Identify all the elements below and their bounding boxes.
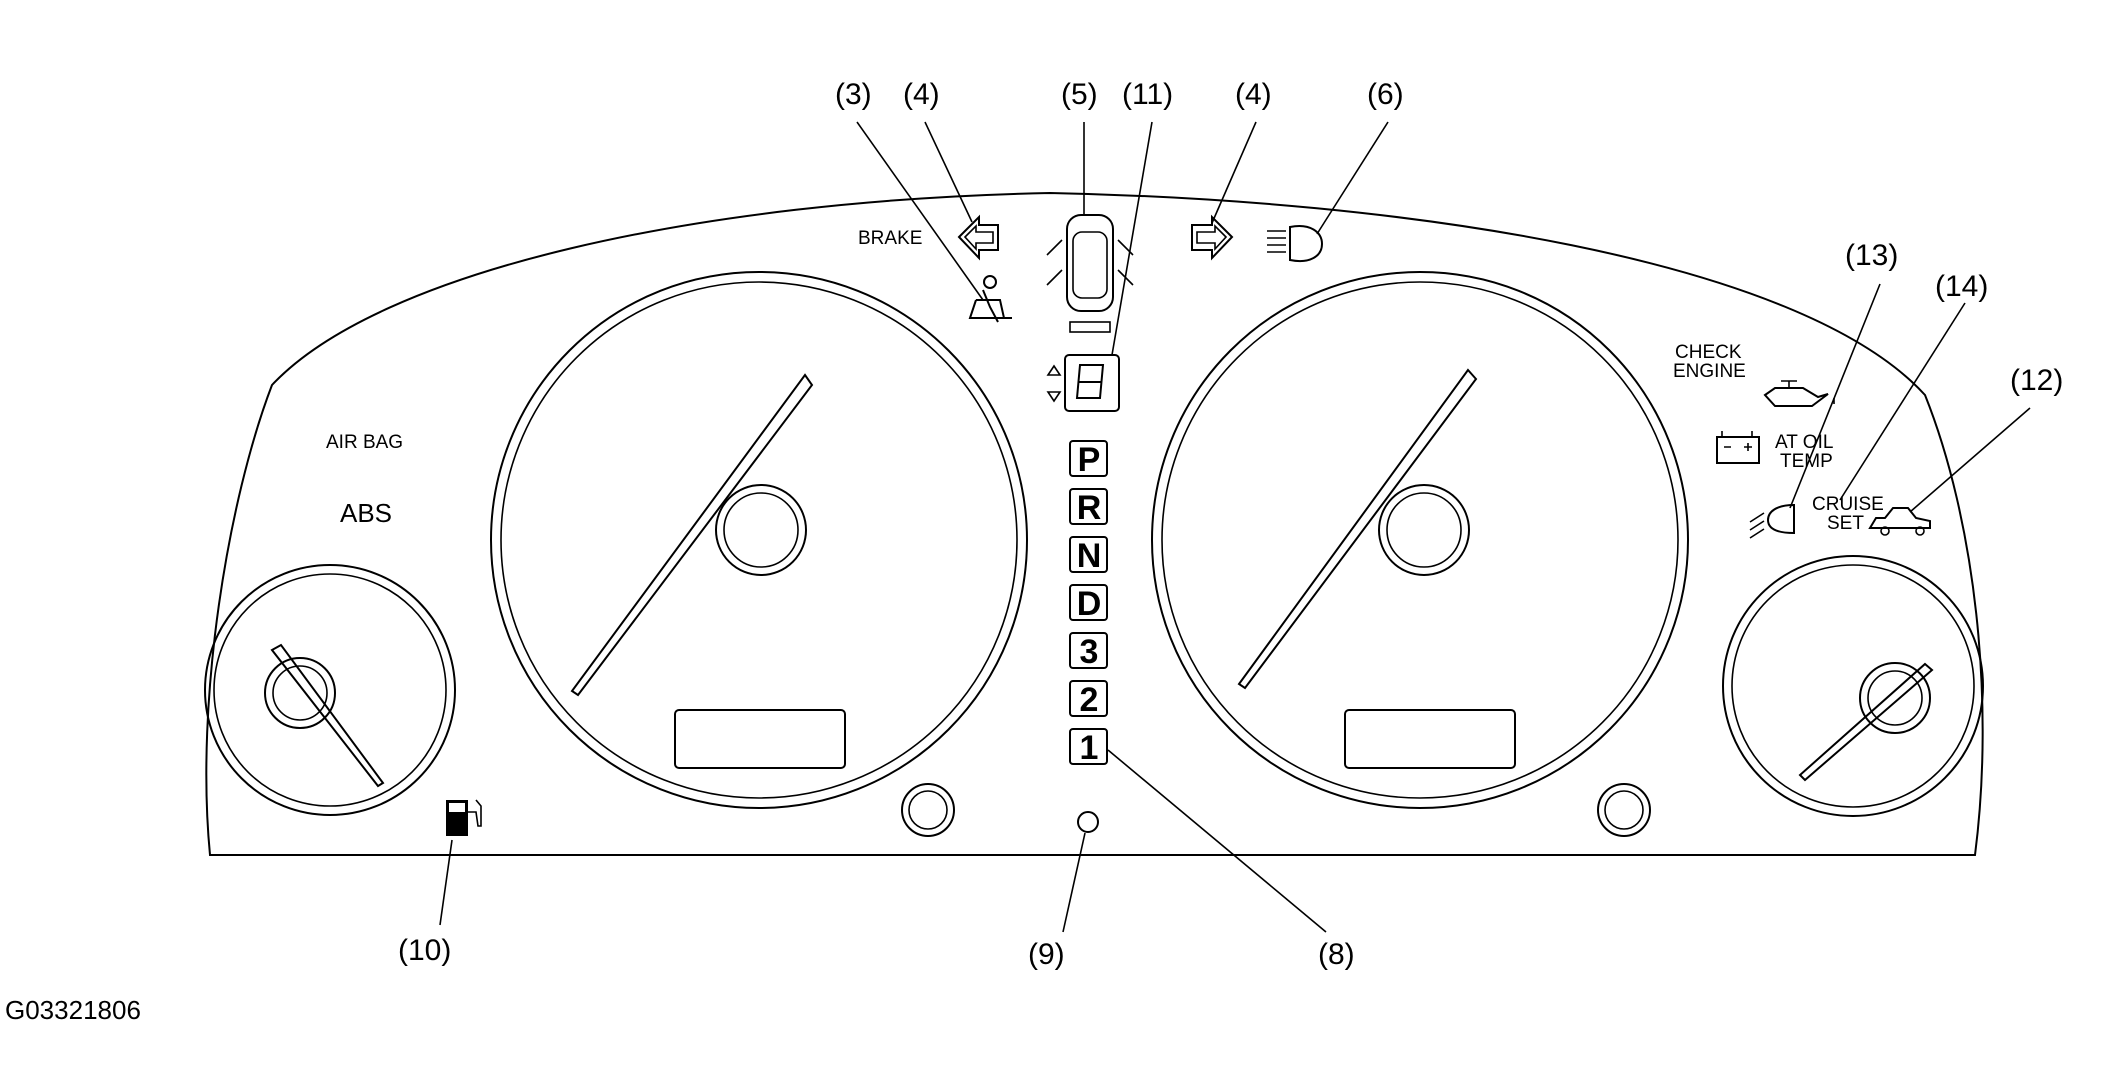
gear-position-digit-icon — [1046, 354, 1120, 412]
svg-text:N: N — [1077, 537, 1102, 575]
callout-5: (5) — [1061, 78, 1098, 111]
large-gauge-left — [490, 271, 1028, 837]
callout-4-left: (4) — [903, 78, 940, 111]
set-label: SET — [1827, 513, 1864, 534]
at-oil-label: AT OIL — [1775, 432, 1833, 453]
temp-label: TEMP — [1780, 451, 1833, 472]
engine-label: ENGINE — [1673, 361, 1746, 382]
seatbelt-warning-icon — [968, 275, 1012, 323]
callout-8: (8) — [1318, 938, 1355, 971]
gear-indicator: P R N D 3 2 1 — [1069, 440, 1108, 767]
figure-id: G03321806 — [5, 995, 141, 1025]
callout-14: (14) — [1935, 270, 1988, 303]
callout-11: (11) — [1122, 78, 1173, 111]
large-gauge-right — [1151, 271, 1689, 837]
oil-pressure-icon — [1763, 380, 1835, 407]
trip-reset-knob — [901, 783, 955, 837]
gear-box-p: P — [1069, 440, 1108, 479]
odometer-display — [674, 709, 846, 769]
gauge-needle — [570, 373, 814, 697]
svg-text:R: R — [1077, 489, 1102, 527]
battery-charge-icon — [1716, 431, 1760, 464]
small-gauge-left — [204, 564, 456, 816]
small-gauge-right — [1722, 555, 1984, 817]
callout-9: (9) — [1028, 938, 1065, 971]
gauge-needle — [1798, 662, 1934, 782]
airbag-label: AIR BAG — [326, 432, 403, 453]
callout-3: (3) — [835, 78, 872, 111]
svg-text:D: D — [1077, 585, 1102, 623]
turn-left-arrow-icon — [957, 214, 999, 261]
gauge-needle — [270, 643, 385, 788]
check-label: CHECK — [1675, 342, 1742, 363]
gear-box-r: R — [1069, 488, 1108, 527]
high-beam-icon — [1267, 225, 1324, 262]
brake-label: BRAKE — [858, 228, 922, 249]
dimmer-knob — [1597, 783, 1651, 837]
gear-box-3: 3 — [1069, 632, 1108, 671]
svg-text:2: 2 — [1080, 681, 1099, 719]
door-open-icon — [1046, 214, 1134, 333]
svg-text:P: P — [1078, 441, 1101, 479]
svg-text:1: 1 — [1080, 729, 1099, 767]
trip-display — [1344, 709, 1516, 769]
gear-box-2: 2 — [1069, 680, 1108, 719]
headlight-icon — [1749, 503, 1795, 539]
turn-right-arrow-icon — [1191, 214, 1234, 261]
callout-10: (10) — [398, 934, 451, 967]
abs-label: ABS — [340, 498, 392, 528]
callout-12: (12) — [2010, 364, 2063, 397]
gear-box-1: 1 — [1069, 728, 1108, 767]
low-fuel-icon — [446, 799, 482, 836]
cruise-label: CRUISE — [1812, 494, 1884, 515]
indicator-lamp — [1077, 811, 1099, 833]
gauge-needle — [1237, 368, 1478, 690]
cruise-car-icon — [1868, 507, 1931, 536]
leader-lines — [439, 121, 2031, 933]
gear-box-n: N — [1069, 536, 1108, 575]
callout-6: (6) — [1367, 78, 1404, 111]
cluster-outline — [205, 191, 1984, 856]
gear-box-d: D — [1069, 584, 1108, 623]
svg-text:3: 3 — [1080, 633, 1099, 671]
callout-4-right: (4) — [1235, 78, 1272, 111]
callout-13: (13) — [1845, 239, 1898, 272]
